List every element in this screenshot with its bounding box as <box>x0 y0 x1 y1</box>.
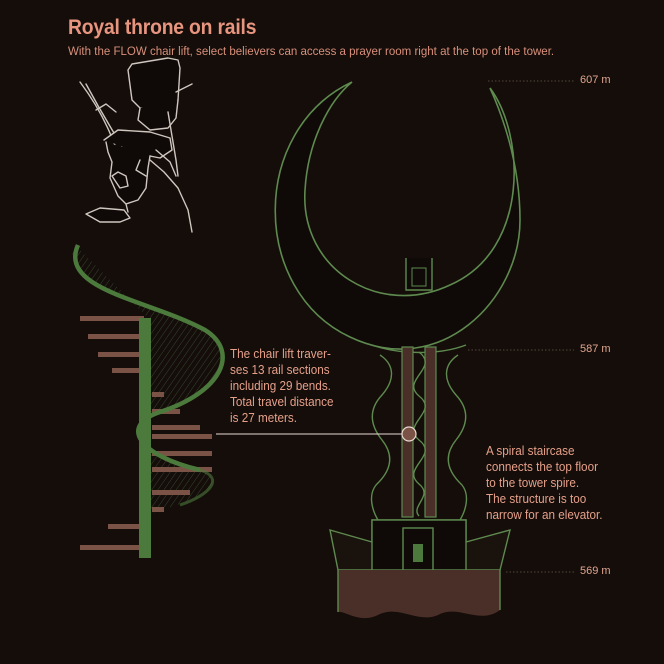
crescent-moon <box>274 81 521 350</box>
staircase-annotation: A spiral staircase connects the top floo… <box>486 443 603 523</box>
page-subtitle: With the FLOW chair lift, select believe… <box>68 44 555 58</box>
elevation-label-middle: 587 m <box>580 343 611 355</box>
elevation-leaders <box>468 80 574 573</box>
staircase-annotation-line: narrow for an elevator. <box>486 508 603 522</box>
door <box>413 544 423 562</box>
chair-lift-rail <box>73 244 225 473</box>
elevation-label-bottom: 569 m <box>580 565 611 577</box>
staircase-annotation-line: connects the top floor <box>486 460 598 474</box>
chair-lift-annotation-line: The chair lift traver- <box>230 347 331 361</box>
tower-spire <box>370 344 468 521</box>
staircase-annotation-line: A spiral staircase <box>486 444 575 458</box>
chair-lift-marker <box>401 426 417 442</box>
elevation-label-top: 607 m <box>580 74 611 86</box>
page-title: Royal throne on rails <box>68 16 257 39</box>
chair-lift-annotation: The chair lift traver- ses 13 rail secti… <box>230 346 334 426</box>
chair-lift-annotation-line: including 29 bends. <box>230 379 331 393</box>
spire-shaft-right <box>424 346 437 518</box>
chair-lift-annotation-line: Total travel distance <box>230 395 334 409</box>
tower-top-floor <box>329 519 511 619</box>
chair-lift-seat-illustration <box>79 57 193 233</box>
staircase-annotation-line: to the tower spire. <box>486 476 580 490</box>
chair-lift-annotation-line: ses 13 rail sections <box>230 363 330 377</box>
stair-steps <box>80 316 212 550</box>
inner-spiral-rail <box>413 351 426 517</box>
stair-central-pole <box>139 318 151 558</box>
staircase-annotation-line: The structure is too <box>486 492 587 506</box>
spiral-staircase <box>72 244 225 558</box>
chair-lift-annotation-line: is 27 meters. <box>230 411 298 425</box>
